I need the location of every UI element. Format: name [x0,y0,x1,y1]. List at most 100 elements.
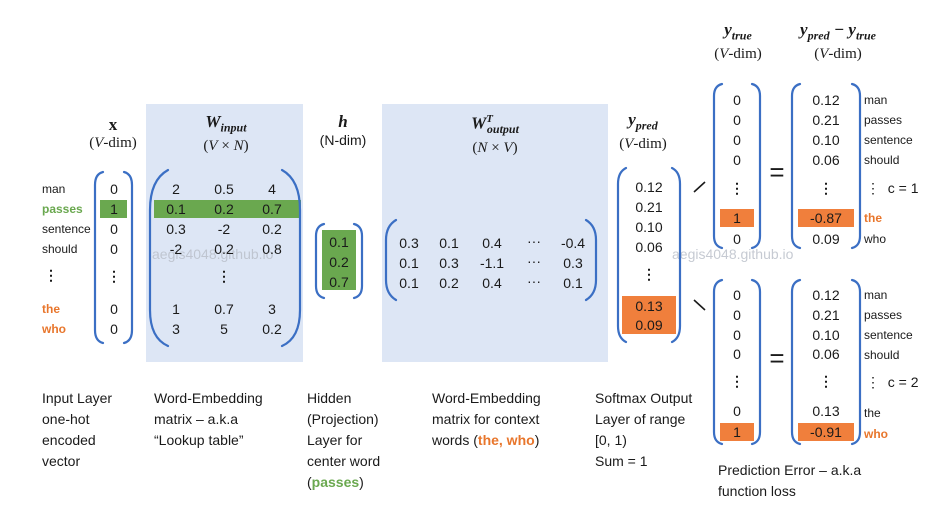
y-true-entry: 1 [733,210,741,226]
error-entry: 0.10 [812,132,840,148]
word-label: man [864,93,888,107]
bracket-right [352,222,364,300]
bracket-left [148,168,170,348]
y-true-entry: 0 [733,152,741,168]
caption-w-output: Word-Embedding matrix for context words … [432,388,541,451]
y-true-entry: 0 [733,231,741,247]
bracket-left [616,166,628,344]
caption-prediction-error: Prediction Error – a.k.a function loss [718,462,862,499]
watermark: aegis4048.github.io [672,246,794,262]
error-entry: 0.06 [812,346,840,362]
w-output-cell: 0.2 [439,275,459,291]
error-entry: 0.13 [812,403,840,419]
w-input-cell: 3 [172,321,180,337]
split-line-up [693,181,706,193]
word-label: man [864,288,888,302]
y-pred-entry: 0.12 [635,179,663,195]
error2-highlight [798,423,854,441]
h-entry: 0.1 [329,234,349,250]
y-pred-entry: 0.10 [635,219,663,235]
caption-hidden-layer: Hidden (Projection) Layer for center wor… [307,388,380,493]
equals-sign: = [769,343,785,373]
bracket-right [850,278,862,446]
y-pred-header: ypred (V-dim) [619,110,667,153]
w-input-cell: 0.7 [214,301,234,317]
error-entry: 0.12 [812,92,840,108]
bracket-left [790,82,802,250]
y-true-entry: 0 [733,327,741,343]
error-entry: ⋮ [819,180,833,196]
x-highlight [100,200,127,218]
word-label: should [42,242,78,256]
w-input-cell: -2 [217,221,231,237]
word-label: should [864,153,900,167]
y-true1-highlight [720,209,754,227]
w-input-cell: 0.5 [214,181,234,197]
bracket-right [584,218,598,302]
word-label: man [42,182,66,196]
w-input-cell: 0.3 [166,221,186,237]
w-input-cell: 0.2 [262,221,282,237]
word-label: the [864,211,882,225]
word-label: passes [864,308,903,322]
w-input-cell: ⋮ [217,268,231,284]
bracket-right [850,82,862,250]
equals-sign: = [769,157,785,187]
bracket-left [384,218,398,302]
y-pred-highlight [622,296,676,334]
error-header: ypred − ytrue (V-dim) [800,20,876,63]
y-true-entry: ⋮ [730,180,744,196]
word-label: who [864,427,888,441]
y-true-entry: 0 [733,112,741,128]
w-output-cell: 0.4 [482,275,502,291]
error-entry: -0.91 [810,424,842,440]
w-output-cell: 0.3 [399,235,419,251]
w-input-cell: 0.7 [262,201,282,217]
y-pred-entry: ⋮ [642,266,656,282]
w-input-cell: 0.8 [262,241,282,257]
error-entry: -0.87 [810,210,842,226]
w-output-cell: 0.4 [482,235,502,251]
caption-w-input: Word-Embedding matrix – a.k.a “Lookup ta… [154,390,263,448]
w-output-cell: 0.3 [563,255,583,271]
w-input-cell: 4 [268,181,276,197]
bracket-left [712,82,724,250]
context-index-label: ⋮ c = 2 [866,374,919,390]
error-entry: 0.09 [812,231,840,247]
y-true-entry: 0 [733,403,741,419]
bracket-left [93,170,105,345]
h-highlight [322,230,356,290]
bracket-left [790,278,802,446]
bracket-right [670,166,682,344]
x-entry: 1 [110,201,118,217]
y-pred-entry: 0.09 [635,317,663,333]
x-header: x (V-dim) [89,115,137,151]
y-true-entry: 0 [733,132,741,148]
word-label: sentence [42,222,91,236]
y-true2-highlight [720,423,754,441]
w-output-cell: ··· [527,233,541,249]
word-label: should [864,348,900,362]
w-input-highlight-row [154,200,301,218]
w-output-cell: -0.4 [560,235,586,251]
w-input-cell: 0.2 [262,321,282,337]
w-input-cell: 0.2 [214,241,234,257]
y-true-entry: ⋮ [730,373,744,389]
w-output-cell: 0.3 [439,255,459,271]
x-entry: 0 [110,181,118,197]
y-pred-entry: 0.06 [635,239,663,255]
caption-softmax: Softmax Output Layer of range [0, 1) Sum… [595,390,693,469]
w-output-cell: ··· [527,253,541,269]
hidden-caption-rich: (passes) [307,474,364,490]
bracket-left [314,222,326,300]
bracket-right [122,170,134,345]
word-label: passes [42,202,83,216]
w-output-caption-rich: words (the, who) [432,432,540,448]
error-entry: 0.21 [812,112,840,128]
y-true-entry: 0 [733,307,741,323]
w-input-cell: 1 [172,301,180,317]
w-input-panel [146,104,303,362]
word-label: sentence [864,328,913,342]
bracket-right [750,82,762,250]
